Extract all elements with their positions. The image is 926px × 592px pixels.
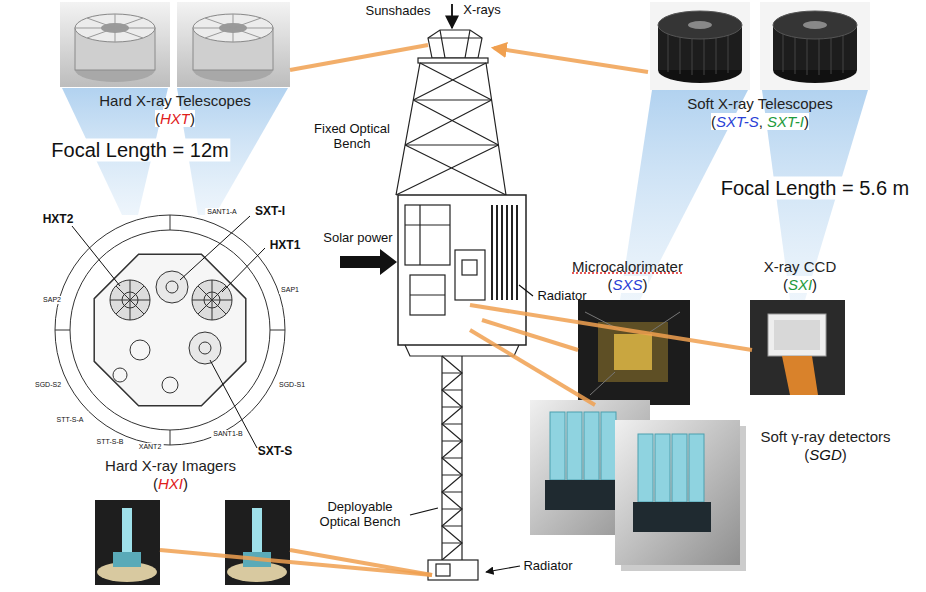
part-label: SXT-S bbox=[256, 445, 295, 459]
part-label: Solar power bbox=[321, 231, 394, 246]
imager-photo bbox=[95, 500, 290, 585]
photo-panel: Soft γ-ray detectors(SGD) bbox=[525, 398, 910, 568]
text-run: ) bbox=[643, 276, 648, 293]
text-run: SXI bbox=[788, 276, 812, 293]
caption-abbrev: (SXI) bbox=[745, 276, 855, 294]
top-view-schematic bbox=[55, 215, 285, 448]
part-tag: SAP2 bbox=[41, 296, 63, 304]
caption-title: Hard X-ray Telescopes bbox=[40, 92, 310, 110]
caption: Soft γ-ray detectors(SGD) bbox=[743, 428, 908, 464]
photo-panel: X-ray CCD(SXI) bbox=[745, 256, 857, 398]
part-tag: STT-S-A bbox=[55, 416, 86, 424]
part-label: Deployable Optical Bench bbox=[311, 500, 410, 530]
caption-title: Soft γ-ray detectors bbox=[743, 428, 908, 446]
caption-abbrev: (HXI) bbox=[58, 475, 283, 493]
part-label: X-rays bbox=[461, 3, 503, 18]
caption-title: X-ray CCD bbox=[745, 258, 855, 276]
part-label: SXT-I bbox=[253, 205, 287, 219]
photo-panel: Hard X-ray Imagers(HXI) bbox=[58, 455, 285, 588]
caption-title: Soft X-ray Telescopes bbox=[640, 95, 880, 113]
leader-line bbox=[160, 45, 752, 575]
spacecraft bbox=[340, 4, 533, 580]
photo-panel: Soft X-ray Telescopes(SXT-S, SXT-I) bbox=[640, 0, 882, 134]
photo-panel: Microcalorimater(SXS) bbox=[560, 256, 697, 408]
ccd-photo bbox=[750, 300, 845, 395]
part-tag: XANT2 bbox=[137, 443, 164, 451]
text-run: ) bbox=[842, 446, 847, 463]
text-run: SXT-I bbox=[767, 113, 804, 130]
text-run: SGD bbox=[809, 446, 842, 463]
part-label: Fixed Optical Bench bbox=[305, 122, 399, 152]
caption-abbrev: (SGD) bbox=[743, 446, 908, 464]
text-run: HXI bbox=[158, 475, 183, 492]
text-run: SXS bbox=[612, 276, 642, 293]
part-label: Radiator bbox=[521, 559, 574, 574]
photo-panel: Hard X-ray Telescopes(HXT) bbox=[40, 0, 312, 130]
caption: Hard X-ray Telescopes(HXT) bbox=[40, 92, 310, 128]
part-tag: SANT1-B bbox=[211, 430, 245, 438]
detector-photo bbox=[530, 400, 746, 571]
caption: X-ray CCD(SXI) bbox=[745, 258, 855, 294]
part-tag: SAP1 bbox=[279, 286, 301, 294]
caption-title: Hard X-ray Imagers bbox=[58, 457, 283, 475]
part-tag: SANT1-A bbox=[205, 208, 239, 216]
microcalorimeter-photo bbox=[578, 300, 690, 405]
caption-abbrev: (HXT) bbox=[40, 110, 310, 128]
part-label: HXT1 bbox=[268, 239, 303, 253]
text-run: ) bbox=[812, 276, 817, 293]
part-label: Sunshades bbox=[363, 4, 432, 19]
telescope-photo bbox=[650, 2, 870, 90]
text-run: ) bbox=[804, 113, 809, 130]
text-run: , bbox=[759, 113, 767, 130]
part-tag: STT-S-B bbox=[95, 438, 126, 446]
part-label: Focal Length = 5.6 m bbox=[719, 177, 911, 200]
part-tag: SGD-S2 bbox=[33, 381, 63, 389]
part-label: Focal Length = 12m bbox=[49, 139, 230, 162]
caption: Soft X-ray Telescopes(SXT-S, SXT-I) bbox=[640, 95, 880, 131]
part-tag: SGD-S1 bbox=[277, 381, 307, 389]
text-run: ) bbox=[190, 110, 195, 127]
telescope-photo bbox=[60, 2, 290, 87]
part-label: Radiator bbox=[535, 289, 588, 304]
text-run: ) bbox=[183, 475, 188, 492]
caption-abbrev: (SXT-S, SXT-I) bbox=[640, 113, 880, 131]
caption: Hard X-ray Imagers(HXI) bbox=[58, 457, 283, 493]
text-run: SXT-S bbox=[716, 113, 759, 130]
caption-title: Microcalorimater bbox=[560, 258, 695, 276]
part-label: HXT2 bbox=[41, 213, 76, 227]
text-run: HXT bbox=[160, 110, 190, 127]
